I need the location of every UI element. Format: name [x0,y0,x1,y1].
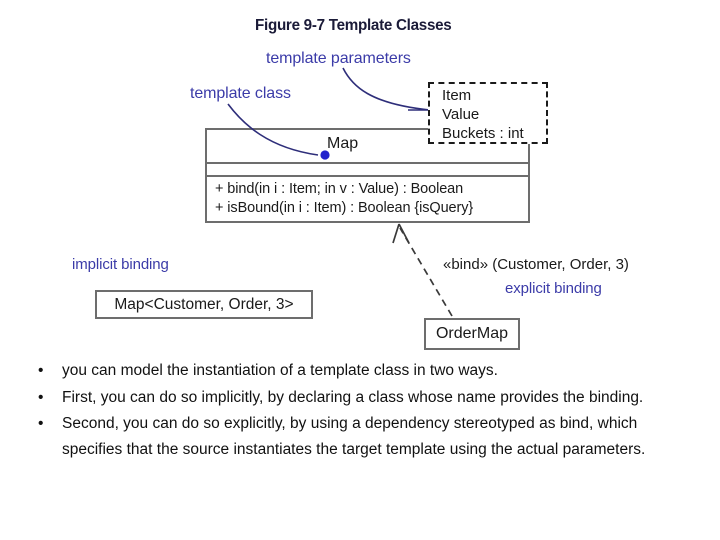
bullet-text: you can model the instantiation of a tem… [62,362,498,379]
bullet-marker-icon: • [38,388,44,406]
bind-dependency-arrowhead [392,223,410,244]
implicit-binding-class-name: Map<Customer, Order, 3> [114,295,294,313]
bullet-text: Second, you can do so explicitly, by usi… [62,415,646,458]
template-parameters-box: Item Value Buckets : int [428,82,548,144]
ordermap-class-name: OrderMap [435,325,509,342]
ordermap-class-box: OrderMap [424,318,520,350]
bullet-text: First, you can do so implicitly, by decl… [62,388,644,406]
implicit-binding-class-box: Map<Customer, Order, 3> [95,290,313,319]
template-parameter-item: Item [442,87,472,104]
uml-template-class-diagram: Figure 9-7 Template Classes template par… [72,17,629,350]
bullet-item: • First, you can do so implicitly, by de… [26,385,698,411]
bullet-item: • Second, you can do so explicitly, by u… [26,411,698,462]
template-parameter-item: Buckets : int [442,125,524,142]
figure-title: Figure 9-7 Template Classes [255,17,452,34]
label-template-class: template class [190,85,291,102]
bullet-marker-icon: • [38,415,44,432]
map-operation: + isBound(in i : Item) : Boolean {isQuer… [215,200,474,216]
template-parameters-list: Item Value Buckets : int [442,86,524,143]
map-class-box: Map + bind(in i : Item; in v : Value) : … [205,128,530,223]
label-template-parameters: template parameters [266,50,411,67]
map-attributes-compartment [207,162,528,177]
leader-line-template-parameters [342,67,431,111]
map-name-compartment: Map [207,130,528,162]
bind-stereotype-label: «bind» (Customer, Order, 3) [443,256,629,273]
bullet-marker-icon: • [38,362,44,379]
map-operations-compartment: + bind(in i : Item; in v : Value) : Bool… [207,177,528,218]
label-explicit-binding: explicit binding [505,280,602,297]
bullet-list: • you can model the instantiation of a t… [26,358,698,463]
map-class-name: Map [327,135,359,152]
map-operation: + bind(in i : Item; in v : Value) : Bool… [215,181,464,197]
bullet-item: • you can model the instantiation of a t… [26,358,698,384]
label-implicit-binding: implicit binding [72,256,169,273]
template-parameter-item: Value [442,106,480,123]
